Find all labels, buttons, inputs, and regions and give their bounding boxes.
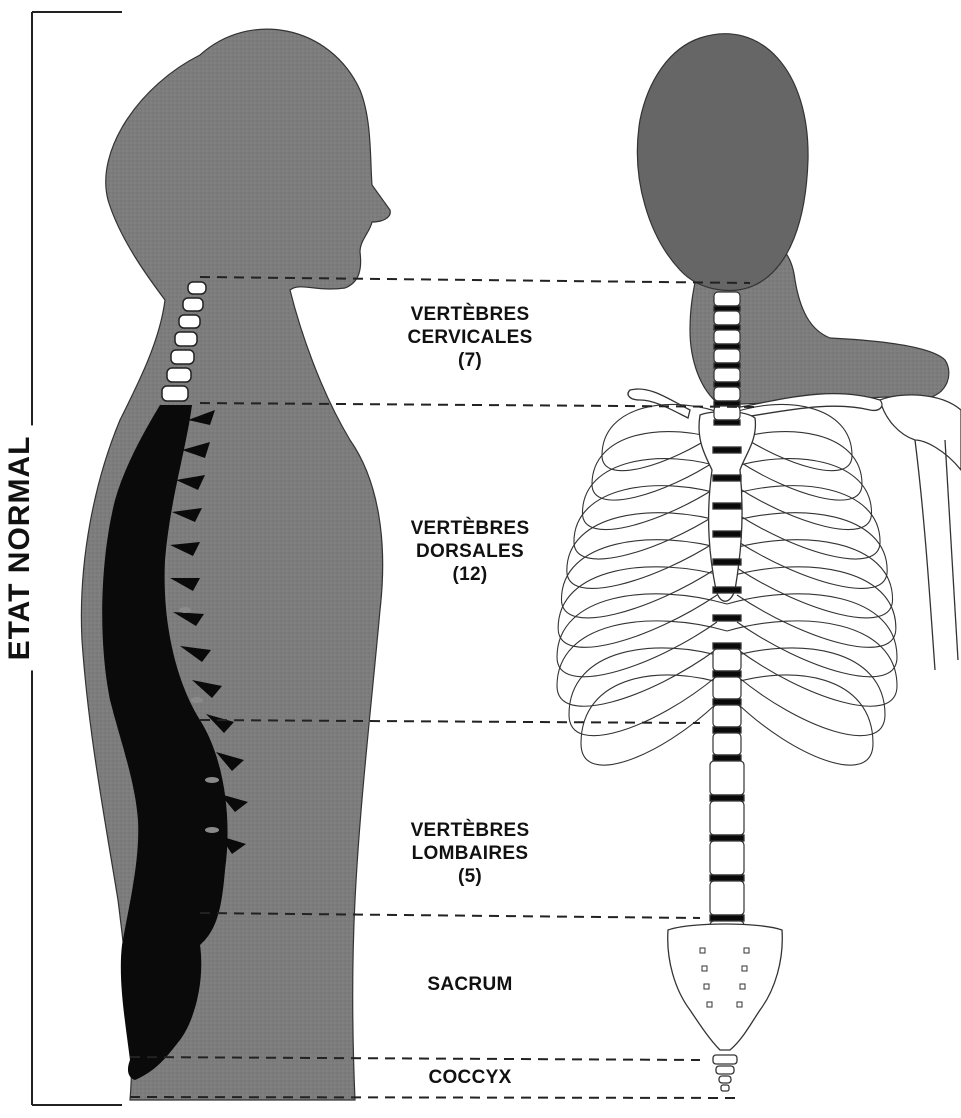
side-title-text: ETAT NORMAL <box>3 426 37 671</box>
vertebra <box>713 649 741 671</box>
intervertebral-disc <box>713 755 741 761</box>
vertebra <box>713 677 741 699</box>
rib <box>582 459 727 530</box>
front-spine <box>710 292 744 961</box>
intervertebral-disc <box>713 475 741 481</box>
intervertebral-disc <box>713 587 741 593</box>
vertebra <box>714 387 740 401</box>
intervertebral-disc <box>713 615 741 621</box>
label-sacrum: SACRUM <box>380 973 560 996</box>
vertebra <box>710 881 744 915</box>
vertebra <box>713 705 741 727</box>
vertebra <box>714 311 740 325</box>
vertebra <box>714 330 740 344</box>
rib <box>727 540 893 618</box>
front-coccyx <box>713 1055 737 1091</box>
rib <box>727 486 880 559</box>
intervertebral-disc <box>714 325 740 330</box>
rib <box>558 567 727 648</box>
intervertebral-disc <box>714 363 740 368</box>
vertebra <box>714 368 740 382</box>
vertebra <box>710 841 744 875</box>
intervertebral-disc <box>713 559 741 565</box>
label-cervical: VERTÈBRES CERVICALES (7) <box>380 303 560 372</box>
vertebra <box>710 761 744 795</box>
intervertebral-disc <box>714 306 740 311</box>
front-shoulder-arm <box>880 395 961 670</box>
vertebra <box>713 733 741 755</box>
label-dorsal: VERTÈBRES DORSALES (12) <box>380 517 560 586</box>
vertebra <box>710 801 744 835</box>
intervertebral-disc <box>713 447 741 453</box>
intervertebral-disc <box>713 531 741 537</box>
vertebra <box>714 349 740 363</box>
intervertebral-disc <box>714 344 740 349</box>
label-lumbar: VERTÈBRES LOMBAIRES (5) <box>380 819 560 888</box>
intervertebral-disc <box>714 420 740 425</box>
rib <box>581 675 727 765</box>
vertebra <box>714 292 740 306</box>
intervertebral-disc <box>713 699 741 705</box>
intervertebral-disc <box>713 503 741 509</box>
rib <box>561 540 727 618</box>
intervertebral-disc <box>710 915 744 921</box>
intervertebral-disc <box>710 795 744 801</box>
intervertebral-disc <box>710 875 744 881</box>
vertebra <box>714 406 740 420</box>
intervertebral-disc <box>713 671 741 677</box>
front-sacrum <box>668 924 783 1050</box>
front-figure <box>637 34 948 405</box>
rib <box>727 567 896 648</box>
rib <box>727 459 872 530</box>
intervertebral-disc <box>713 727 741 733</box>
label-coccyx: COCCYX <box>380 1066 560 1089</box>
rib <box>574 486 727 559</box>
intervertebral-disc <box>713 643 741 649</box>
intervertebral-disc <box>714 382 740 387</box>
rib <box>727 648 885 736</box>
rib <box>727 675 873 765</box>
intervertebral-disc <box>710 835 744 841</box>
front-skeleton <box>557 292 961 1091</box>
front-head <box>637 34 808 291</box>
intervertebral-disc <box>714 401 740 406</box>
level-line-coccyx-bottom <box>130 1097 740 1098</box>
